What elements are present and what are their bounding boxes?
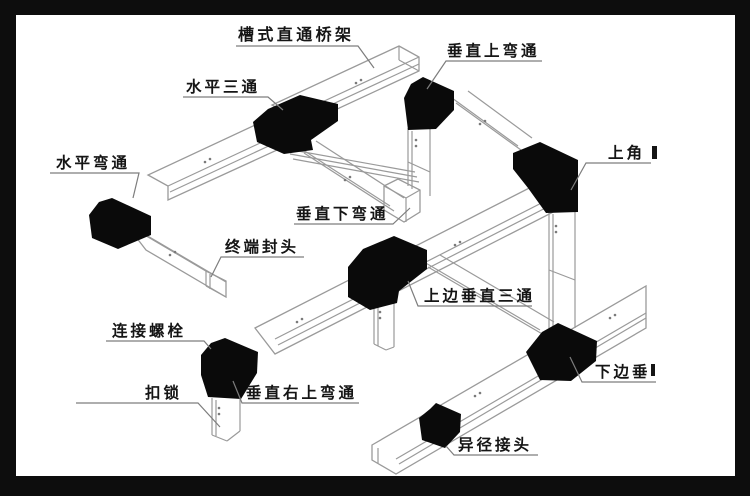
horizontal-bend-connector	[89, 198, 151, 249]
label-bottom-vertical-tee: 下边垂	[595, 362, 651, 381]
tray-endcap-run	[125, 223, 227, 299]
down-bend-corner-body	[383, 178, 421, 223]
label-top-vertical-tee: 上边垂直三通	[424, 286, 535, 305]
upper-angle-connector	[513, 142, 578, 213]
top-vertical-tee-connector	[348, 236, 427, 310]
label-vertical-down-bend: 垂直下弯通	[296, 204, 389, 223]
leader-horizontal-tee	[183, 96, 284, 111]
leader-cable-tray	[236, 45, 375, 69]
bottom-vertical-tee-connector	[526, 323, 597, 381]
leader-vertical-right-up-bend	[232, 380, 359, 404]
leader-horizontal-bend	[50, 172, 140, 199]
label-horizontal-tee: 水平三通	[186, 77, 260, 96]
label-end-cap: 终端封头	[225, 237, 299, 256]
vertical-right-up-bend-connector	[201, 338, 258, 399]
leader-lines	[50, 45, 656, 456]
connectors	[89, 77, 597, 448]
label-reducer: 异径接头	[458, 435, 532, 454]
leader-lock	[76, 402, 221, 428]
label-connecting-bolt: 连接螺栓	[112, 321, 186, 340]
leader-bottom-vertical-tee	[569, 356, 656, 383]
leader-upper-angle	[570, 162, 651, 191]
leader-end-cap	[210, 256, 304, 278]
label-upper-angle: 上角	[608, 143, 645, 162]
vertical-up-bend-connector	[404, 77, 454, 130]
clipped-char-mark-upper-angle	[652, 146, 657, 159]
leader-connecting-bolt	[106, 340, 212, 350]
clipped-char-mark-bottom-tee	[651, 364, 655, 376]
leader-vertical-down-bend	[294, 207, 411, 225]
label-cable-tray: 槽式直通桥架	[238, 25, 354, 44]
label-horizontal-bend: 水平弯通	[56, 153, 130, 172]
labels: 槽式直通桥架 水平三通 垂直上弯通 水平弯通 垂直下弯通 终端封头 上角 上边垂…	[56, 25, 657, 454]
reducer-connector	[419, 403, 461, 448]
leader-top-vertical-tee	[407, 280, 532, 307]
label-vertical-right-up-bend: 垂直右上弯通	[246, 383, 357, 402]
leader-reducer	[445, 445, 538, 456]
label-vertical-up-bend: 垂直上弯通	[447, 41, 540, 60]
leader-vertical-up-bend	[426, 60, 542, 90]
horizontal-tee-connector	[253, 95, 338, 154]
label-lock: 扣锁	[145, 383, 182, 402]
